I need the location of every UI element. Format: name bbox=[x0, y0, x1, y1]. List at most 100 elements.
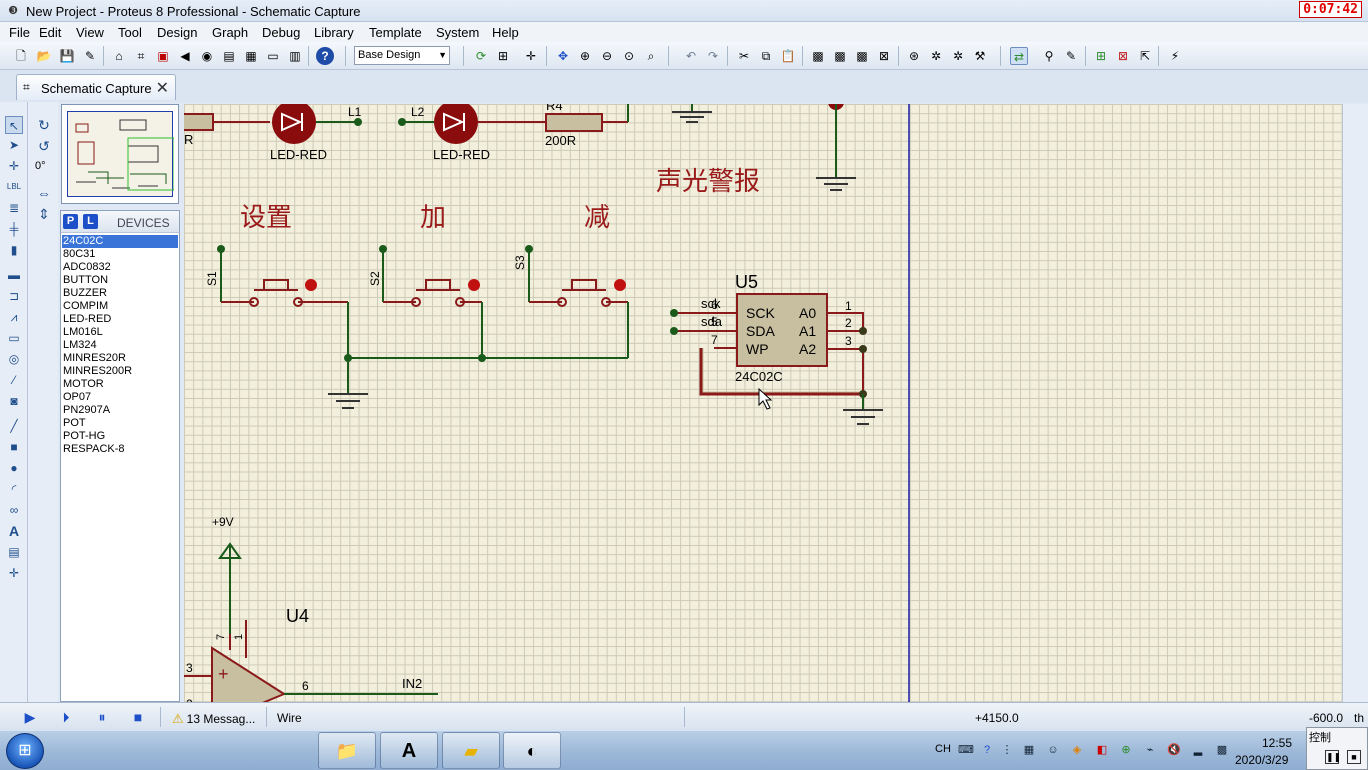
paste-icon[interactable]: 📋 bbox=[780, 49, 796, 63]
new-sheet-icon[interactable]: ⊞ bbox=[1095, 49, 1107, 63]
list-item[interactable]: BUTTON bbox=[63, 274, 109, 286]
help-tray-icon[interactable]: ? bbox=[983, 744, 991, 756]
library-manager-button[interactable]: L bbox=[83, 214, 98, 229]
list-item[interactable]: BUZZER bbox=[63, 287, 107, 299]
menu-edit[interactable]: Edit bbox=[39, 25, 62, 40]
arc-icon[interactable]: ◜ bbox=[11, 482, 17, 496]
refresh-icon[interactable]: ⟳ bbox=[475, 49, 487, 63]
net-label-sda[interactable]: sda bbox=[701, 314, 723, 329]
menu-view[interactable]: View bbox=[76, 25, 104, 40]
symbol-icon[interactable]: ▤ bbox=[8, 545, 20, 559]
import-icon[interactable]: ✎ bbox=[84, 49, 96, 63]
list-item[interactable]: 80C31 bbox=[63, 248, 96, 260]
step-icon[interactable]: ⏵ bbox=[62, 709, 70, 725]
zoom-all-icon[interactable]: ⊙ bbox=[623, 49, 635, 63]
cut-icon[interactable]: ✂ bbox=[738, 49, 750, 63]
tab-schematic-capture[interactable]: ⌗ Schematic Capture ✕ bbox=[16, 74, 176, 100]
control-popup[interactable]: 控制 ❚❚ ■ bbox=[1306, 727, 1368, 770]
packaging-tool-icon[interactable]: ✲ bbox=[952, 49, 964, 63]
start-button[interactable]: ⊞ bbox=[6, 733, 44, 769]
zoom-in-icon[interactable]: ⊕ bbox=[579, 49, 591, 63]
resistor-r4[interactable] bbox=[545, 113, 603, 132]
net-label-in2[interactable]: IN2 bbox=[402, 676, 422, 691]
menu-tool[interactable]: Tool bbox=[118, 25, 142, 40]
bus-icon[interactable]: ╪ bbox=[9, 222, 19, 236]
network-adapter-icon[interactable]: ▦ bbox=[1023, 744, 1035, 756]
subcircuit-icon[interactable]: ▮ bbox=[10, 243, 18, 257]
3d-icon[interactable]: ◀ bbox=[180, 49, 190, 63]
button-s1[interactable] bbox=[217, 245, 348, 307]
input-language[interactable]: CH bbox=[935, 743, 951, 755]
qq-icon[interactable]: ☺ bbox=[1047, 744, 1059, 756]
resistor-fragment[interactable] bbox=[184, 113, 214, 131]
list-item[interactable]: MINRES20R bbox=[63, 352, 126, 364]
list-item[interactable]: LED-RED bbox=[63, 313, 112, 325]
menu-template[interactable]: Template bbox=[369, 25, 422, 40]
block-copy-icon[interactable]: ▩ bbox=[812, 49, 824, 63]
list-item[interactable]: RESPACK-8 bbox=[63, 443, 125, 455]
pause-icon[interactable]: ⏸ bbox=[98, 709, 106, 725]
pcb-icon[interactable]: ▣ bbox=[157, 49, 169, 63]
source-code-icon[interactable]: ▦ bbox=[245, 49, 257, 63]
menu-library[interactable]: Library bbox=[314, 25, 354, 40]
opamp-u4[interactable] bbox=[211, 646, 287, 702]
vertical-scrollbar[interactable] bbox=[1342, 104, 1368, 702]
open-file-icon[interactable]: 📂 bbox=[36, 49, 52, 63]
generator-icon[interactable]: ◎ bbox=[8, 352, 20, 366]
help-icon[interactable]: ? bbox=[316, 47, 334, 65]
signal-icon[interactable]: ▂ bbox=[1193, 744, 1203, 756]
stop-icon[interactable]: ■ bbox=[133, 709, 143, 725]
schematic-canvas[interactable]: R L1 LED-RED L2 LED-RED R4 200R 声光警报 设置 … bbox=[184, 104, 1342, 702]
list-item[interactable]: PN2907A bbox=[63, 404, 111, 416]
stop-recording-icon[interactable]: ■ bbox=[1347, 750, 1361, 764]
search-tag-icon[interactable]: ⚲ bbox=[1044, 49, 1054, 63]
electrical-rule-check-icon[interactable]: ⚡ bbox=[1170, 49, 1180, 63]
circle-icon[interactable]: ● bbox=[10, 461, 18, 475]
copy-icon[interactable]: ⧉ bbox=[761, 49, 771, 63]
security-icon[interactable]: ◧ bbox=[1096, 744, 1108, 756]
component-mode-icon[interactable]: ➤ bbox=[8, 138, 20, 152]
notes-icon[interactable]: ▥ bbox=[289, 49, 301, 63]
voltage-probe-icon[interactable]: ⁄ bbox=[12, 373, 15, 387]
line-icon[interactable]: ╱ bbox=[10, 419, 18, 433]
schematic-icon[interactable]: ⌗ bbox=[137, 49, 145, 63]
keyboard-icon[interactable]: ⌨ bbox=[958, 744, 974, 756]
undo-icon[interactable]: ↶ bbox=[685, 49, 697, 63]
wire-autorouter-icon[interactable]: ⇄ bbox=[1010, 47, 1028, 65]
path-icon[interactable]: ∞ bbox=[9, 503, 19, 517]
menu-design[interactable]: Design bbox=[157, 25, 198, 40]
device-pins-icon[interactable]: ⊐ bbox=[8, 289, 20, 303]
decompose-icon[interactable]: ⚒ bbox=[974, 49, 986, 63]
redo-icon[interactable]: ↷ bbox=[707, 49, 719, 63]
text-script-icon[interactable]: ≣ bbox=[8, 201, 20, 215]
menu-debug[interactable]: Debug bbox=[262, 25, 301, 40]
tape-recorder-icon[interactable]: ▭ bbox=[8, 331, 20, 345]
net-label-sck[interactable]: sck bbox=[701, 296, 721, 311]
exit-to-parent-icon[interactable]: ⇱ bbox=[1139, 49, 1151, 63]
list-item[interactable]: MINRES200R bbox=[63, 365, 133, 377]
mirror-y-icon[interactable]: ⇕ bbox=[38, 206, 50, 222]
taskbar-explorer[interactable]: 📁 bbox=[318, 732, 376, 769]
button-s3[interactable] bbox=[525, 245, 628, 307]
list-item[interactable]: 24C02C bbox=[62, 235, 178, 248]
graph-icon[interactable]: ⩘ bbox=[10, 310, 18, 324]
selection-mode-icon[interactable]: ↖ bbox=[5, 116, 23, 134]
zoom-out-icon[interactable]: ⊖ bbox=[601, 49, 613, 63]
bom-icon[interactable]: ▤ bbox=[223, 49, 235, 63]
list-item[interactable]: OP07 bbox=[63, 391, 92, 403]
terminals-icon[interactable]: ▬ bbox=[8, 268, 20, 282]
virtual-instruments-icon[interactable]: ◙ bbox=[10, 394, 18, 408]
list-item[interactable]: LM324 bbox=[63, 339, 97, 351]
list-item[interactable]: COMPIM bbox=[63, 300, 109, 312]
wire-label-icon[interactable]: LBL bbox=[6, 182, 22, 191]
pick-device-icon[interactable]: ⊛ bbox=[908, 49, 920, 63]
proteus-app-icon[interactable]: ❸ bbox=[8, 5, 18, 17]
close-icon[interactable]: ✕ bbox=[155, 80, 169, 97]
make-device-icon[interactable]: ✲ bbox=[930, 49, 942, 63]
pause-recording-icon[interactable]: ❚❚ bbox=[1325, 750, 1342, 764]
add-icon[interactable]: ⊕ bbox=[1121, 744, 1131, 756]
new-file-icon[interactable]: 🗋 bbox=[16, 49, 26, 63]
taskbar-proteus[interactable]: ◐ bbox=[503, 732, 561, 769]
mirror-x-icon[interactable]: ⇔ bbox=[37, 185, 51, 201]
home-icon[interactable]: ⌂ bbox=[115, 49, 123, 63]
